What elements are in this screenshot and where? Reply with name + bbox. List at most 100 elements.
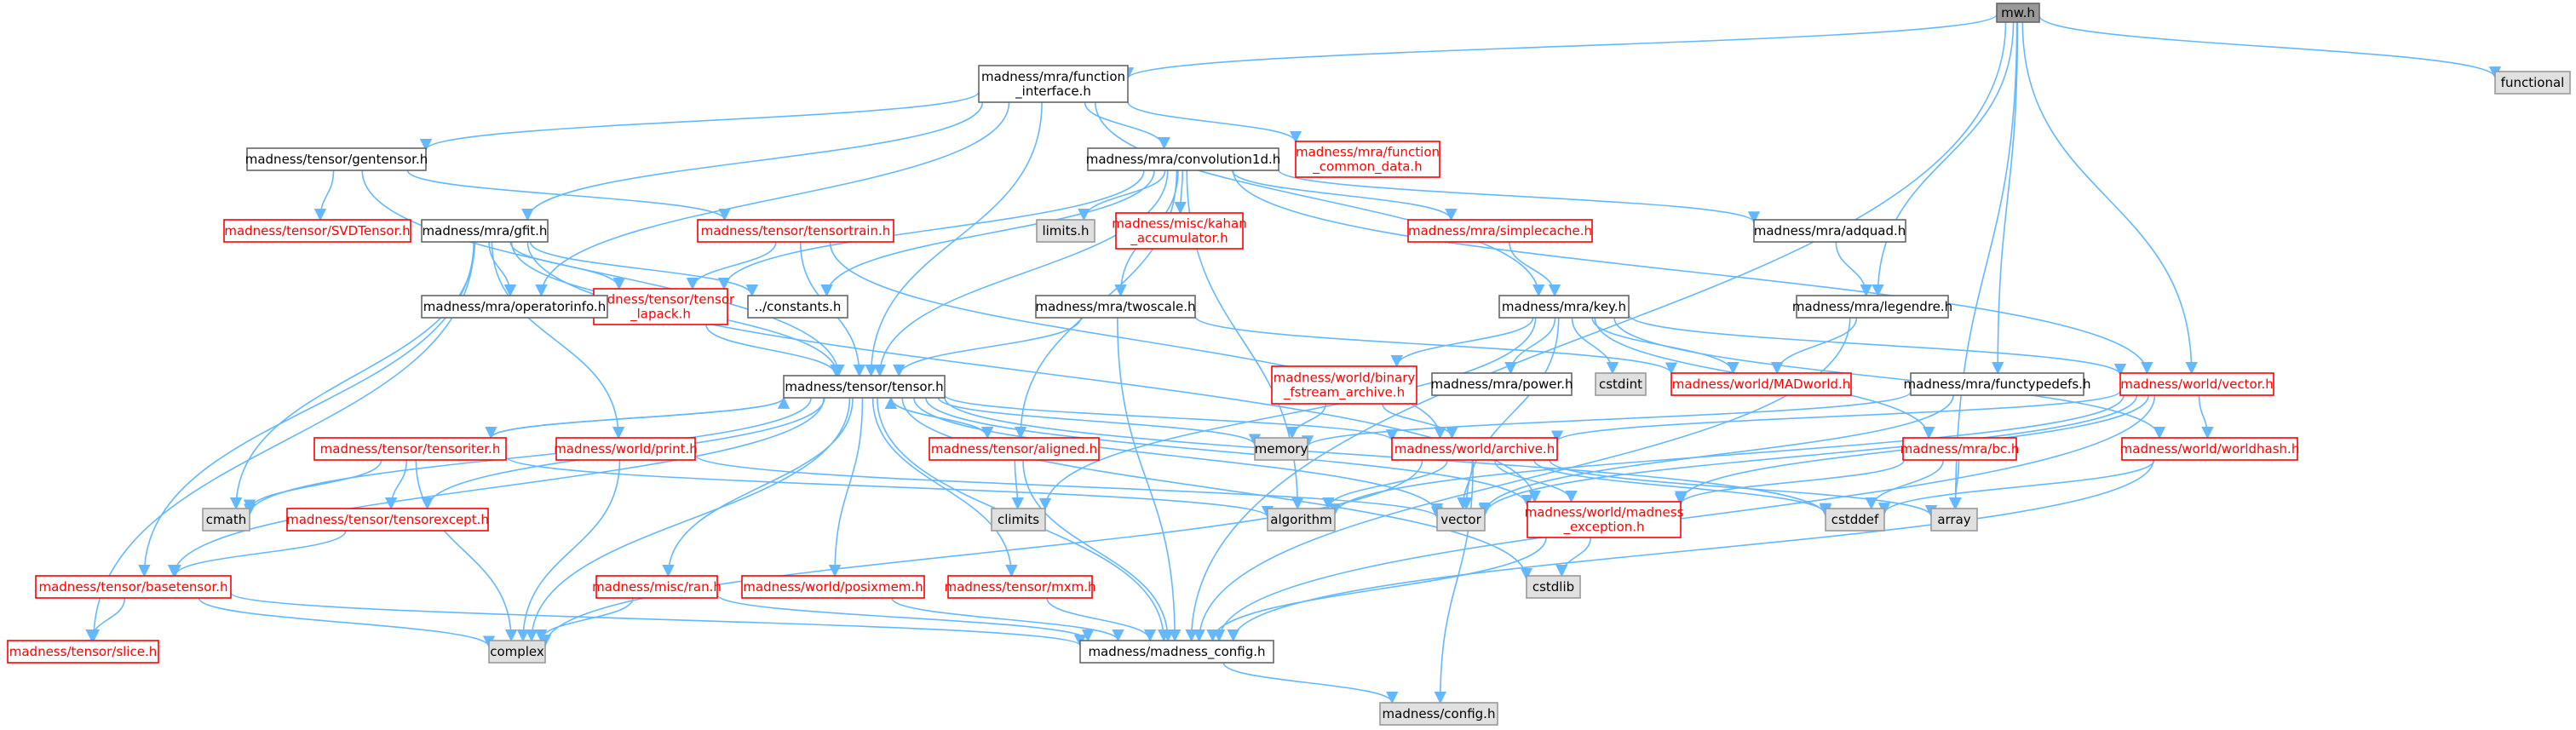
edge-key-to-cstdint [1571, 317, 1619, 375]
node-label-limits-0: limits.h [1042, 223, 1089, 239]
node-worldhash[interactable]: madness/world/worldhash.h [2120, 437, 2300, 461]
node-tensortrain[interactable]: madness/tensor/tensortrain.h [697, 219, 894, 243]
edge-archive-to-cstddef [1533, 459, 1832, 516]
node-complex[interactable]: complex [488, 640, 546, 664]
node-label-vectorstd-0: vector [1440, 512, 1481, 527]
node-tensorexcept[interactable]: madness/tensor/tensorexcept.h [286, 508, 489, 532]
node-functional[interactable]: functional [2494, 71, 2571, 95]
node-adquad[interactable]: madness/mra/adquad.h [1753, 219, 1906, 243]
node-box-legendre [1796, 295, 1949, 319]
node-box-kahan [1115, 212, 1244, 250]
edges-layer [85, 14, 2502, 704]
node-key[interactable]: madness/mra/key.h [1498, 295, 1630, 319]
edge-mrafi-to-fcd [1127, 101, 1302, 144]
node-posixmem[interactable]: madness/world/posixmem.h [741, 575, 925, 599]
node-basetensor[interactable]: madness/tensor/basetensor.h [35, 575, 232, 599]
node-label-binfstream-1: _fstream_archive.h [1283, 385, 1405, 401]
node-label-mrafi-0: madness/mra/function [981, 69, 1125, 84]
edge-tensor-to-mxm [871, 397, 1018, 578]
edge-archive-to-vectorstd [1457, 459, 1474, 510]
node-cstdlib[interactable]: cstdlib [1526, 575, 1581, 599]
node-label-binfstream-0: madness/world/binary [1274, 371, 1416, 386]
node-box-gfit [421, 219, 549, 243]
node-simplecache[interactable]: madness/mra/simplecache.h [1407, 219, 1593, 243]
node-tlapack[interactable]: madness/tensor/tensor_lapack.h [587, 288, 735, 325]
node-print[interactable]: madness/world/print.h [554, 437, 698, 461]
node-box-mrafi [978, 65, 1129, 103]
node-label-functional-0: functional [2501, 75, 2565, 90]
node-label-constants-0: ../constants.h [755, 299, 842, 314]
node-label-ran-0: madness/misc/ran.h [592, 579, 722, 595]
node-twoscale[interactable]: madness/mra/twoscale.h [1035, 295, 1196, 319]
edge-bc-to-madexc [1674, 459, 1905, 506]
node-slice[interactable]: madness/tensor/slice.h [7, 640, 159, 664]
node-label-complex-0: complex [490, 644, 544, 659]
node-mrafi[interactable]: madness/mra/function_interface.h [978, 65, 1129, 103]
node-memory[interactable]: memory [1254, 437, 1308, 461]
node-box-array [1930, 508, 1978, 532]
edge-archive-to-algorithm [1322, 459, 1448, 510]
edge-adquad-to-legendre [1835, 241, 1872, 297]
node-box-functional [2494, 71, 2571, 95]
node-label-gentensor-0: madness/tensor/gentensor.h [245, 152, 428, 167]
node-archive[interactable]: madness/world/archive.h [1391, 437, 1558, 461]
node-vectorstd[interactable]: vector [1436, 508, 1486, 532]
node-config[interactable]: madness/config.h [1379, 702, 1498, 726]
node-box-print [555, 437, 696, 461]
node-gentensor[interactable]: madness/tensor/gentensor.h [245, 147, 428, 171]
edge-tensor-to-posixmem [828, 397, 864, 578]
node-gfit[interactable]: madness/mra/gfit.h [421, 219, 549, 243]
node-conv1d[interactable]: madness/mra/convolution1d.h [1086, 147, 1281, 171]
node-tensoriter[interactable]: madness/tensor/tensoriter.h [313, 437, 507, 461]
node-label-tlapack-0: madness/tensor/tensor [587, 292, 735, 308]
node-svd[interactable]: madness/tensor/SVDTensor.h [223, 219, 411, 243]
node-box-simplecache [1407, 219, 1593, 243]
node-legendre[interactable]: madness/mra/legendre.h [1792, 295, 1952, 319]
node-label-twoscale-0: madness/mra/twoscale.h [1035, 299, 1195, 314]
node-box-memory [1254, 437, 1308, 461]
node-cstddef[interactable]: cstddef [1825, 508, 1885, 532]
edge-tensor-to-cstddef [944, 397, 1832, 517]
node-fcd[interactable]: madness/mra/function_common_data.h [1295, 141, 1440, 178]
node-mxm[interactable]: madness/tensor/mxm.h [945, 575, 1096, 599]
edge-tensoriter-to-tensor [490, 396, 791, 439]
node-box-vector [2119, 372, 2274, 396]
edge-twoscale-to-madworld [1194, 315, 1677, 375]
node-vector[interactable]: madness/world/vector.h [2119, 372, 2274, 396]
node-label-madworld-0: madness/world/MADworld.h [1672, 376, 1850, 392]
node-power[interactable]: madness/mra/power.h [1430, 372, 1573, 396]
node-mw[interactable]: mw.h [1996, 3, 2040, 23]
node-madexc[interactable]: madness/world/madness_exception.h [1525, 501, 1684, 538]
node-cmath[interactable]: cmath [202, 508, 250, 532]
node-label-climits-0: climits [998, 512, 1039, 527]
node-opinfo[interactable]: madness/mra/operatorinfo.h [421, 295, 608, 319]
node-box-config [1379, 702, 1498, 726]
node-constants[interactable]: ../constants.h [747, 295, 848, 319]
node-algorithm[interactable]: algorithm [1267, 508, 1336, 532]
node-madconfig[interactable]: madness/madness_config.h [1079, 640, 1274, 664]
node-binfstream[interactable]: madness/world/binary_fstream_archive.h [1271, 365, 1417, 405]
node-functypedefs[interactable]: madness/mra/functypedefs.h [1904, 372, 2091, 396]
node-ran[interactable]: madness/misc/ran.h [592, 575, 722, 599]
node-array[interactable]: array [1930, 508, 1978, 532]
node-label-mxm-0: madness/tensor/mxm.h [945, 579, 1096, 595]
node-bc[interactable]: madness/mra/bc.h [1900, 437, 2020, 461]
edge-worldhash-to-cstddef [1877, 459, 2155, 515]
edge-tensor-to-ran [662, 397, 854, 578]
edge-gfit-to-opinfo [488, 241, 517, 297]
node-kahan[interactable]: madness/misc/kahan_accumulator.h [1112, 212, 1247, 250]
node-box-vectorstd [1436, 508, 1486, 532]
node-cstdint[interactable]: cstdint [1595, 372, 1647, 396]
node-box-complex [488, 640, 546, 664]
node-label-mrafi-1: _interface.h [1015, 83, 1091, 100]
node-climits[interactable]: climits [991, 508, 1046, 532]
node-madworld[interactable]: madness/world/MADworld.h [1670, 372, 1852, 396]
node-tensor[interactable]: madness/tensor/tensor.h [783, 375, 946, 399]
edge-gfit-to-tlapack [509, 241, 625, 290]
edge-print-to-vectorstd [694, 454, 1443, 520]
node-box-adquad [1753, 219, 1906, 243]
edge-aligned-to-tensor [884, 396, 988, 439]
node-limits[interactable]: limits.h [1036, 219, 1095, 243]
node-aligned[interactable]: madness/tensor/aligned.h [929, 437, 1100, 461]
node-box-algorithm [1267, 508, 1336, 532]
